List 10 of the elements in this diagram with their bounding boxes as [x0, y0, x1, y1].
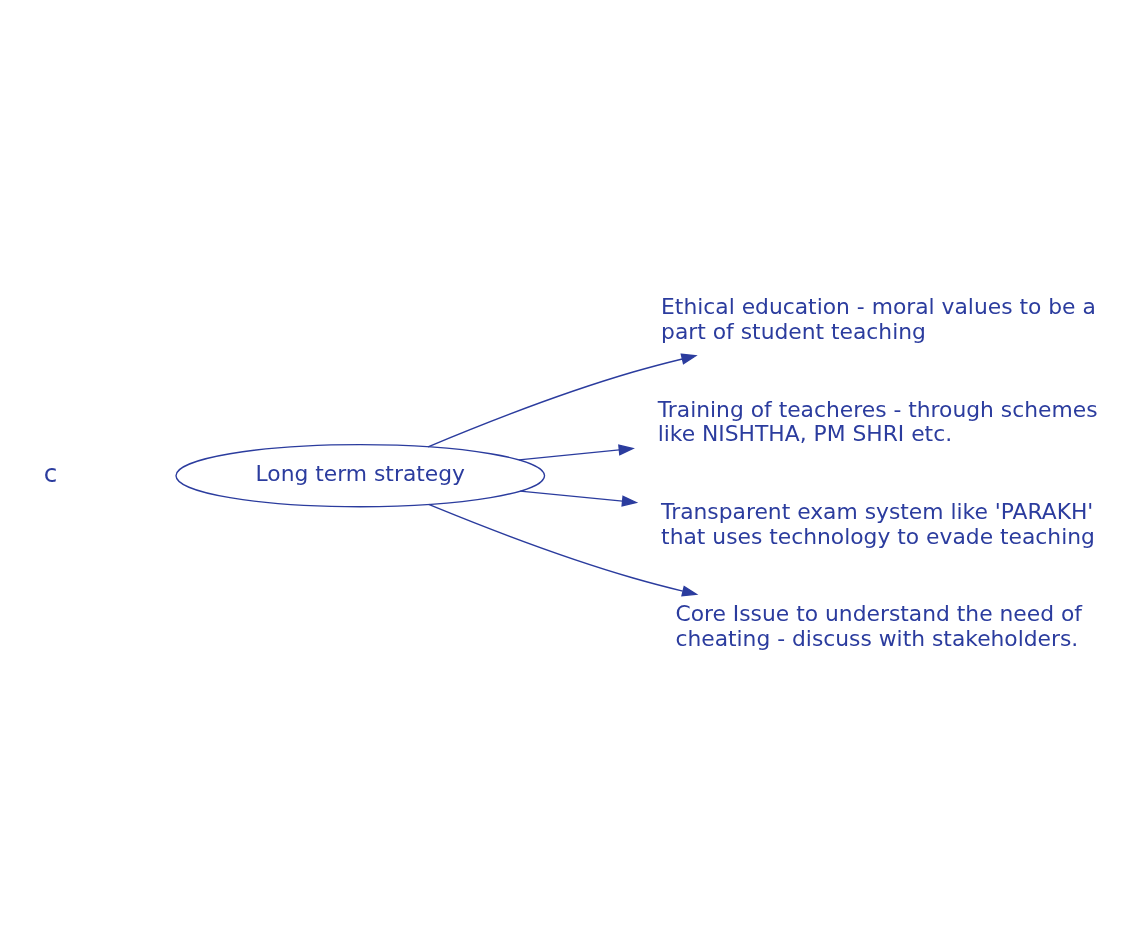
arrow — [427, 353, 698, 447]
node-text: Training of teacheres - through schemes like NISHTHA, PM SHRI etc. — [657, 396, 1098, 446]
node-text: Ethical education - moral values to be a part of student teaching — [661, 293, 1096, 344]
arrow — [428, 503, 699, 597]
label: c — [43, 458, 58, 488]
arrow — [519, 489, 639, 507]
node-ellipse: Long term strategy — [175, 443, 546, 507]
arrow — [518, 443, 635, 461]
node-text: Transparent exam system like 'PARAKH' that uses technology to evade teaching — [661, 498, 1095, 549]
node-text: Core Issue to understand the need of cheating - discuss with stakeholders. — [675, 600, 1082, 651]
